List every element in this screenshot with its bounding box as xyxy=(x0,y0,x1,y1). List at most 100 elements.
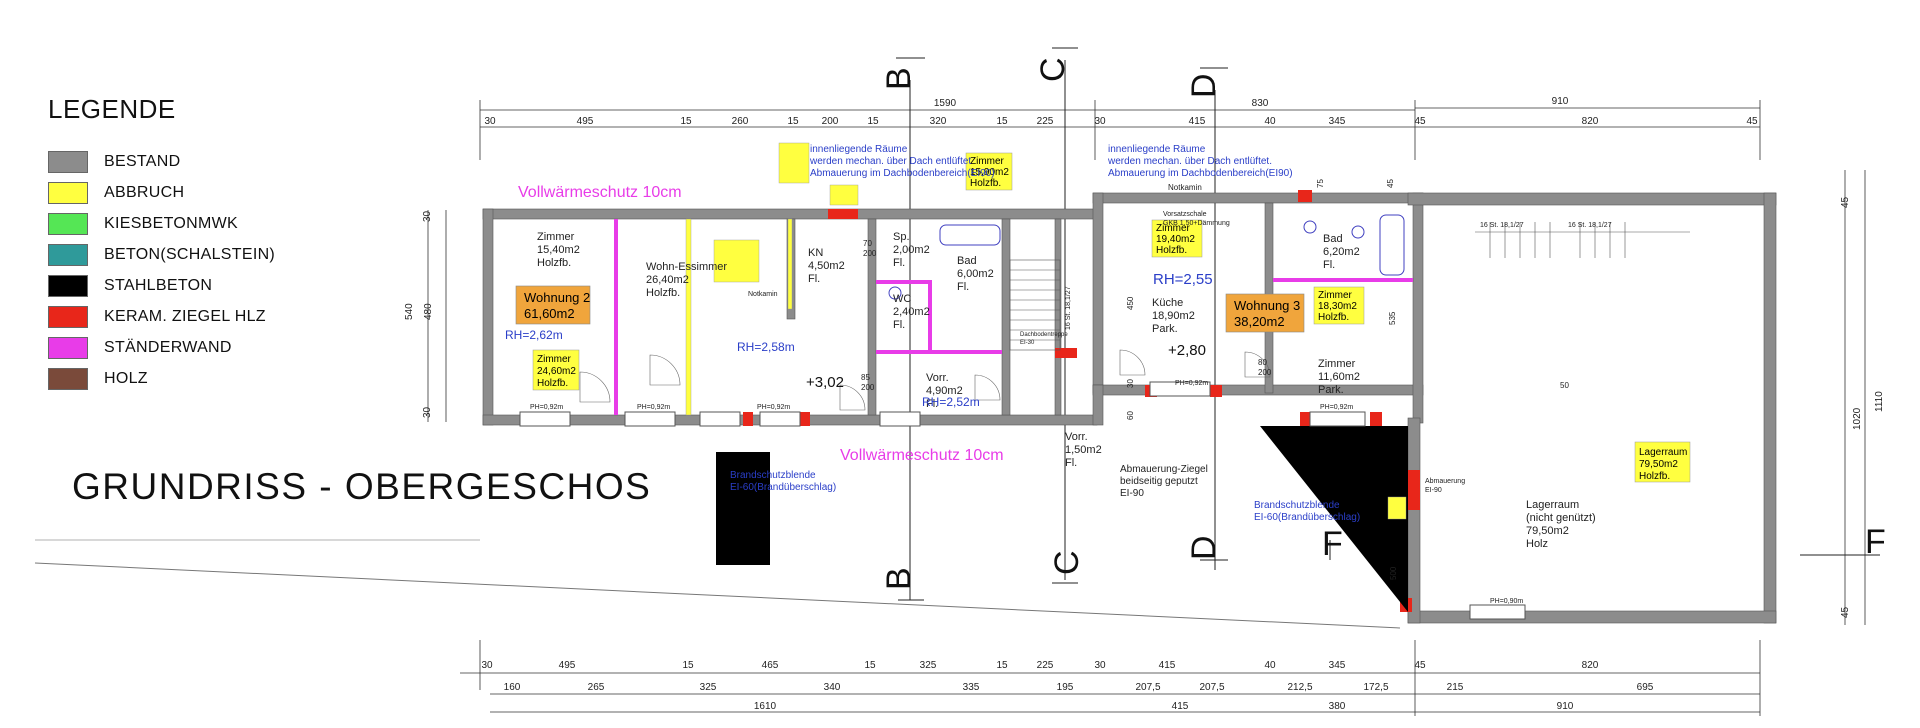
dim-label: 335 xyxy=(963,682,980,693)
legend-swatch xyxy=(48,275,88,297)
room-label-floor: Holzfb. xyxy=(537,257,571,269)
note-line: GKB 1,50+Dämmung xyxy=(1163,220,1230,227)
plan-title: GRUNDRISS - OBERGESCHOS xyxy=(72,466,652,507)
dim-label: 45 xyxy=(1840,606,1851,618)
room-label-area: 79,50m2 xyxy=(1526,525,1569,537)
room-label-area: 4,50m2 xyxy=(808,260,845,272)
legend-title: LEGENDE xyxy=(48,94,176,124)
dim-label: 30 xyxy=(1126,379,1135,388)
walls-abbruch xyxy=(685,218,793,416)
room-label-area: 2,00m2 xyxy=(893,244,930,256)
legend-item-abbruch: ABBRUCH xyxy=(48,181,184,205)
walls-existing xyxy=(482,192,1777,624)
tag-lagerraum xyxy=(1634,441,1691,483)
dim-label: 30 xyxy=(1094,660,1106,671)
dim-label: 40 xyxy=(1264,116,1276,127)
dim-label: 15 xyxy=(787,116,799,127)
room-label-area: 26,40m2 xyxy=(646,274,689,286)
room-label-kueche: Küche xyxy=(1152,297,1183,309)
note-line: Abmauerung im Dachbodenbereich(EI90) xyxy=(1108,168,1293,179)
dim-label: 495 xyxy=(577,116,594,127)
tag-text: Holzfb. xyxy=(1318,312,1349,323)
note-line: werden mechan. über Dach entlüftet xyxy=(809,156,971,167)
tag-wohnung-2 xyxy=(515,285,591,325)
tag-text: Holzfb. xyxy=(1639,471,1670,482)
legend-swatch xyxy=(48,337,88,359)
note-notkamin: Notkamin xyxy=(1168,183,1202,192)
note-line: Abmauerung xyxy=(1425,478,1465,485)
window-labels: PH=0,92m PH=0,92m PH=0,92m PH=0,92m PH=0… xyxy=(530,222,1612,605)
room-label-floor: Fl. xyxy=(893,319,905,331)
note-line: Brandschutzblende xyxy=(730,470,816,481)
note-line: EI-30 xyxy=(1020,340,1035,346)
tag-text: Zimmer xyxy=(970,156,1005,167)
dim-label: 265 xyxy=(588,682,605,693)
tag-text: Lagerraum xyxy=(1639,447,1687,458)
note-line: EI-60(Brandüberschlag) xyxy=(730,482,836,493)
dim-label: 1610 xyxy=(754,701,777,712)
dim-label: 15 xyxy=(680,116,692,127)
section-marker-c-top: C xyxy=(1034,57,1072,82)
room-label-area: 1,50m2 xyxy=(1065,444,1102,456)
dim-label: 325 xyxy=(700,682,717,693)
section-marker-d-top: D xyxy=(1185,73,1223,98)
dim-label: 465 xyxy=(762,660,779,671)
dim-label: 60 xyxy=(1126,411,1135,420)
room-label-floor: Park. xyxy=(1152,323,1178,335)
dim-label: 160 xyxy=(504,682,521,693)
section-arrows xyxy=(896,47,1228,601)
room-label-area: 11,60m2 xyxy=(1318,371,1360,383)
dimension-labels-top: 1590 830 910 30 495 15 260 15 200 15 320… xyxy=(484,96,1758,127)
fixtures xyxy=(888,214,1405,300)
note-line: Abmauerung-Ziegel xyxy=(1120,464,1208,475)
room-label-usage: (nicht genützt) xyxy=(1526,512,1596,524)
dim-label: 195 xyxy=(1057,682,1074,693)
dimension-labels-bottom: 30 495 15 465 15 325 15 225 30 415 40 34… xyxy=(481,660,1653,712)
legend-item-staenderwand: STÄNDERWAND xyxy=(48,336,232,360)
level-mark: +3,02 xyxy=(806,374,844,391)
legend-label: ABBRUCH xyxy=(104,184,185,201)
tag-text: 24,60m2 xyxy=(537,366,576,377)
tag-zimmer-18 xyxy=(1313,286,1365,325)
room-label-floor: Fl. xyxy=(957,281,969,293)
dim-label: 45 xyxy=(1414,116,1426,127)
dim-label: 380 xyxy=(1329,701,1346,712)
legend-item-ziegel: KERAM. ZIEGEL HLZ xyxy=(48,305,266,329)
tag-text: Wohnung 2 xyxy=(524,290,590,305)
legend-item-holz: HOLZ xyxy=(48,367,148,391)
window-label: PH=0,92m xyxy=(530,404,563,411)
room-label-floor: Holzfb. xyxy=(646,287,680,299)
room-label-lagerraum: Lagerraum xyxy=(1526,499,1579,511)
dim-label: 200 xyxy=(863,249,877,258)
dim-label: 30 xyxy=(422,406,433,418)
dim-label: 75 xyxy=(1316,179,1325,188)
room-height: RH=2,52m xyxy=(922,395,980,409)
section-marker-c-bottom: C xyxy=(1048,550,1086,575)
room-label-area: 4,90m2 xyxy=(926,385,963,397)
misc-dims: 70 200 85 200 80 200 450 535 60 30 45 75… xyxy=(861,179,1569,580)
legend-label: BETON(SCHALSTEIN) xyxy=(104,246,276,263)
site-line xyxy=(34,562,1401,629)
room-label-bad: Bad xyxy=(957,255,977,267)
dim-label: 15 xyxy=(996,116,1008,127)
insulation-label-bottom: Vollwärmeschutz 10cm xyxy=(840,447,1004,464)
dim-label: 415 xyxy=(1189,116,1206,127)
tag-text: 61,60m2 xyxy=(524,306,575,321)
tag-zimmer-19 xyxy=(1151,219,1203,258)
dim-label: 415 xyxy=(1172,701,1189,712)
walls-ziegel xyxy=(743,190,1420,612)
legend-swatch xyxy=(48,244,88,266)
stair-label: 16 St. 18,1/27 xyxy=(1480,222,1524,229)
room-label-area: 15,40m2 xyxy=(537,244,580,256)
dimension-chain-top xyxy=(479,100,1761,160)
dim-label: 1110 xyxy=(1874,391,1885,412)
dim-label: 30 xyxy=(422,210,433,222)
dim-label: 340 xyxy=(824,682,841,693)
dim-label: 80 xyxy=(1258,358,1267,367)
dim-label: 345 xyxy=(1329,660,1346,671)
dim-label: 345 xyxy=(1329,116,1346,127)
dim-label: 40 xyxy=(1264,660,1276,671)
dim-label: 695 xyxy=(1637,682,1654,693)
note-line: Brandschutzblende xyxy=(1254,500,1340,511)
